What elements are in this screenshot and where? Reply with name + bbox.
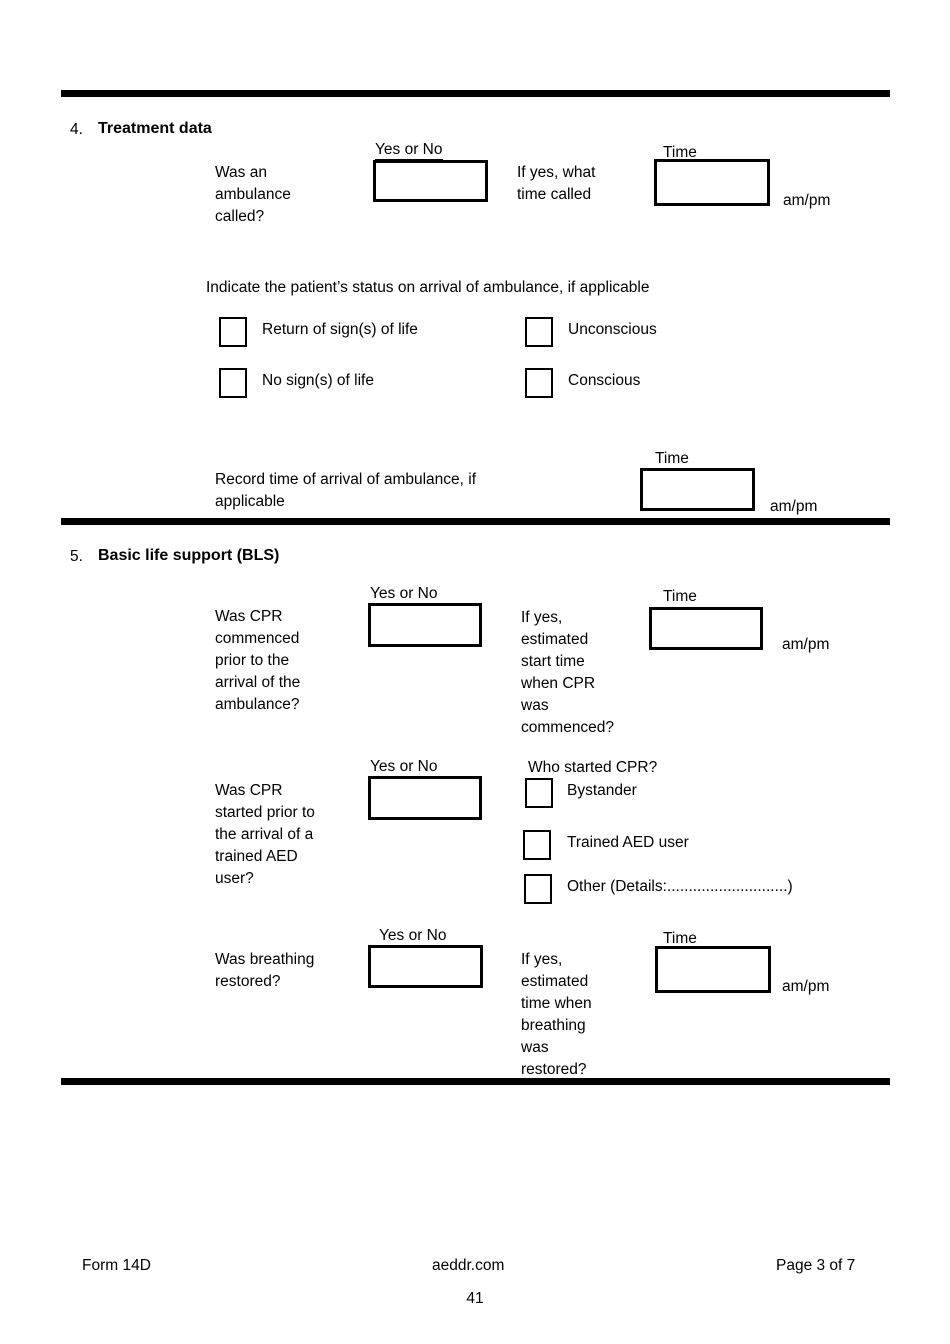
section-divider-top	[61, 90, 890, 97]
cpr-commenced-time-header: Time	[663, 588, 697, 605]
status-prompt: Indicate the patient’s status on arrival…	[206, 279, 650, 296]
breathing-question: Was breathing restored?	[215, 951, 315, 990]
arrival-time-input-box[interactable]	[640, 468, 755, 511]
section5-number: 5.	[70, 548, 83, 565]
checkbox-no-signs-label: No sign(s) of life	[262, 372, 374, 389]
arrival-time-question: Record time of arrival of ambulance, if …	[215, 471, 477, 510]
footer-website: aeddr.com	[432, 1257, 505, 1274]
section-divider-middle	[61, 518, 890, 525]
cpr-commenced-time-input-box[interactable]	[649, 607, 763, 650]
ambulance-if-yes-label: If yes, what time called	[517, 164, 596, 203]
checkbox-no-signs[interactable]	[219, 368, 247, 398]
cpr-started-input-box[interactable]	[368, 776, 482, 820]
section4-title: Treatment data	[98, 120, 212, 137]
page-number: 41	[466, 1290, 484, 1307]
checkbox-trained-aed-user[interactable]	[523, 830, 551, 860]
ambulance-called-question: Was an ambulance called?	[215, 164, 291, 225]
checkbox-return-of-signs[interactable]	[219, 317, 247, 347]
arrival-time-header: Time	[655, 450, 689, 467]
cpr-commenced-question: Was CPR commenced prior to the arrival o…	[215, 608, 301, 713]
ambulance-time-input-box[interactable]	[654, 159, 770, 206]
cpr-commenced-input-box[interactable]	[368, 603, 482, 647]
section4-number: 4.	[70, 121, 83, 138]
checkbox-bystander[interactable]	[525, 778, 553, 808]
checkbox-bystander-label: Bystander	[567, 782, 637, 799]
checkbox-unconscious-label: Unconscious	[568, 321, 657, 338]
footer-form-number: Form 14D	[82, 1257, 151, 1274]
section-divider-bottom	[61, 1078, 890, 1085]
ambulance-ampm-label: am/pm	[783, 192, 831, 209]
ambulance-yes-no-header: Yes or No	[375, 142, 443, 161]
checkbox-conscious-label: Conscious	[568, 372, 641, 389]
arrival-ampm-label: am/pm	[770, 498, 818, 515]
checkbox-return-of-signs-label: Return of sign(s) of life	[262, 321, 418, 338]
cpr-commenced-ampm-label: am/pm	[782, 636, 830, 653]
breathing-time-input-box[interactable]	[655, 946, 771, 993]
checkbox-other-label: Other (Details:.........................…	[567, 878, 793, 895]
checkbox-unconscious[interactable]	[525, 317, 553, 347]
section5-title: Basic life support (BLS)	[98, 547, 280, 564]
checkbox-conscious[interactable]	[525, 368, 553, 398]
breathing-if-yes-label: If yes, estimated time when breathing wa…	[521, 951, 592, 1078]
checkbox-other[interactable]	[524, 874, 552, 904]
ambulance-called-input-box[interactable]	[373, 160, 488, 202]
breathing-time-header: Time	[663, 930, 697, 947]
cpr-started-question: Was CPR started prior to the arrival of …	[215, 782, 315, 887]
breathing-ampm-label: am/pm	[782, 978, 830, 995]
breathing-input-box[interactable]	[368, 945, 483, 988]
footer-page-indicator: Page 3 of 7	[776, 1257, 856, 1274]
who-started-cpr-label: Who started CPR?	[528, 759, 658, 776]
cpr-commenced-if-yes-label: If yes, estimated start time when CPR wa…	[521, 609, 615, 736]
checkbox-trained-aed-user-label: Trained AED user	[567, 834, 689, 851]
ambulance-time-header: Time	[663, 144, 697, 161]
